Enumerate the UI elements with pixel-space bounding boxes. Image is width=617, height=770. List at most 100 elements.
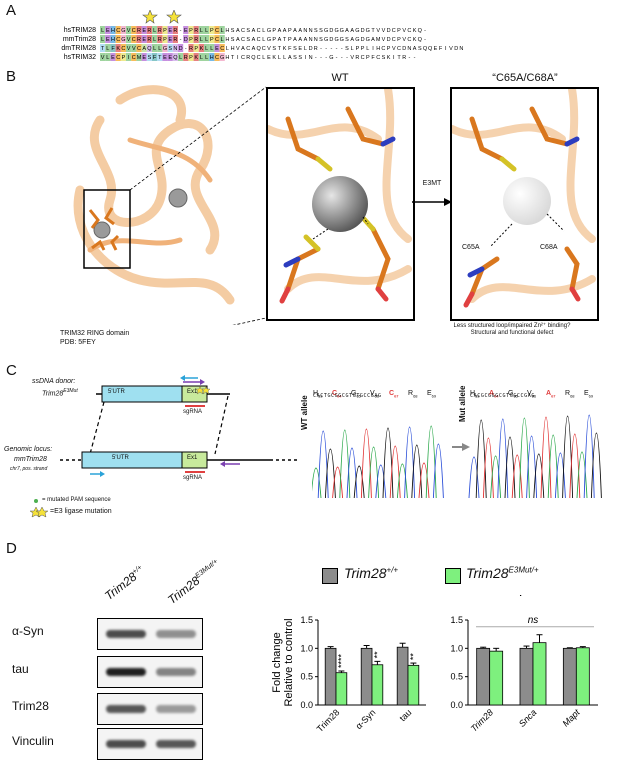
alignment-residue: S xyxy=(148,55,152,61)
alignment-cell xyxy=(188,53,194,61)
alignment-cell xyxy=(172,26,178,34)
alignment-residue: L xyxy=(153,28,156,34)
alignment-residue: S xyxy=(293,46,297,52)
alignment-residue: V xyxy=(382,37,386,43)
alignment-cell xyxy=(188,26,194,34)
bar xyxy=(532,642,547,706)
alignment-residue: T xyxy=(101,46,105,52)
chromatogram-peak xyxy=(389,445,401,499)
alignment-residue: E xyxy=(168,55,172,61)
alignment-cell xyxy=(178,53,184,61)
alignment-cell xyxy=(100,35,106,43)
alignment-cell xyxy=(209,35,215,43)
alignment-residue: T xyxy=(397,55,401,61)
alignment-residue: C xyxy=(215,28,219,34)
alignment-residue: L xyxy=(210,46,213,52)
panel-letter-b: B xyxy=(6,68,17,85)
alignment-residue: P xyxy=(361,46,365,52)
donor-label: ssDNA donor: xyxy=(32,378,76,385)
alignment-residue: G xyxy=(121,37,125,43)
alignment-residue: S xyxy=(168,46,172,52)
alignment-residue: C xyxy=(407,28,411,34)
mutant-zoom-box: C65A C68A xyxy=(450,87,599,321)
alignment-residue: G xyxy=(340,37,344,43)
alignment-cell xyxy=(219,26,225,34)
alignment-residue: V xyxy=(127,37,131,43)
alignment-name: hsTRIM28 xyxy=(64,27,96,34)
alignment-cell xyxy=(172,35,178,43)
chromatogram-peak xyxy=(425,425,437,499)
alignment-residue: G xyxy=(355,28,359,34)
ring-domain-structure xyxy=(73,85,235,305)
chromatogram-peak xyxy=(504,436,516,499)
alignment-residue: S xyxy=(293,55,297,61)
blot-protein-label: Trim28 xyxy=(12,699,49,713)
alignment-cell xyxy=(183,53,189,61)
alignment-residue: L xyxy=(304,46,307,52)
bar xyxy=(489,650,504,706)
alignment-residue: L xyxy=(278,55,281,61)
alignment-residue: S xyxy=(345,46,349,52)
alignment-cell xyxy=(178,44,184,52)
alignment-residue: F xyxy=(288,46,292,52)
wt-zoom-box xyxy=(266,87,415,321)
alignment-cell xyxy=(105,53,111,61)
alignment-residue: P xyxy=(288,37,292,43)
alignment-residue: V xyxy=(402,28,406,34)
alignment-residue: L xyxy=(101,37,104,43)
alignment-cell xyxy=(141,35,147,43)
alignment-residue: R xyxy=(147,37,151,43)
alignment-residue: K xyxy=(283,46,287,52)
arrow-label: E3MT xyxy=(422,180,442,187)
alignment-residue: G xyxy=(355,37,359,43)
alignment-residue: F xyxy=(439,46,443,52)
chromatogram-peak xyxy=(368,446,380,499)
alignment-residue: R xyxy=(355,55,359,61)
alignment-residue: - xyxy=(320,46,322,52)
y-tick-label: 0.5 xyxy=(300,672,313,682)
alignment-residue: V xyxy=(101,55,105,61)
alignment-residue: C xyxy=(407,37,411,43)
codon-aa: G65 xyxy=(351,390,361,399)
alignment-cell xyxy=(146,44,152,52)
alignment-residue: E xyxy=(168,28,172,34)
bar xyxy=(335,672,348,706)
alignment-cell xyxy=(162,35,168,43)
significance-label: ** xyxy=(372,651,382,659)
alignment-residue: N xyxy=(309,28,313,34)
blot-protein-label: tau xyxy=(12,662,29,676)
alignment-residue: A xyxy=(142,46,146,52)
alignment-residue: A xyxy=(304,37,308,43)
alignment-residue: C xyxy=(392,37,396,43)
alignment-residue: R xyxy=(246,55,250,61)
alignment-residue: A xyxy=(283,28,287,34)
blot-strip xyxy=(97,728,203,760)
alignment-cell xyxy=(157,26,163,34)
alignment-residue: V xyxy=(402,37,406,43)
bar xyxy=(407,664,420,706)
alignment-cell xyxy=(204,53,210,61)
alignment-residue: C xyxy=(116,55,120,61)
zinc-ion xyxy=(168,188,188,208)
alignment-residue: P xyxy=(366,55,370,61)
y-tick-label: 1.5 xyxy=(450,615,463,625)
significance-label: ** xyxy=(408,653,418,661)
alignment-name: hsTRIM32 xyxy=(64,54,96,61)
alignment-cell xyxy=(100,53,106,61)
alignment-residue: R xyxy=(189,46,193,52)
zinc-ion-absent xyxy=(503,177,551,225)
alignment-residue: H xyxy=(376,46,380,52)
alignment-residue: G xyxy=(366,28,370,34)
c65a-label: C65A xyxy=(462,244,480,251)
alignment-residue: - xyxy=(341,55,343,61)
alignment-cell xyxy=(214,44,220,52)
alignment-residue: R xyxy=(184,55,188,61)
alignment-cell xyxy=(141,44,147,52)
alignment-residue: V xyxy=(382,28,386,34)
alignment-residue: R xyxy=(314,46,318,52)
alignment-cell xyxy=(136,35,142,43)
alignment-cell xyxy=(172,53,178,61)
genomic-position: chr7, pos. strand xyxy=(10,466,48,472)
alignment-residue: - xyxy=(408,55,410,61)
genomic-ex1-label: Ex1 xyxy=(187,455,198,461)
